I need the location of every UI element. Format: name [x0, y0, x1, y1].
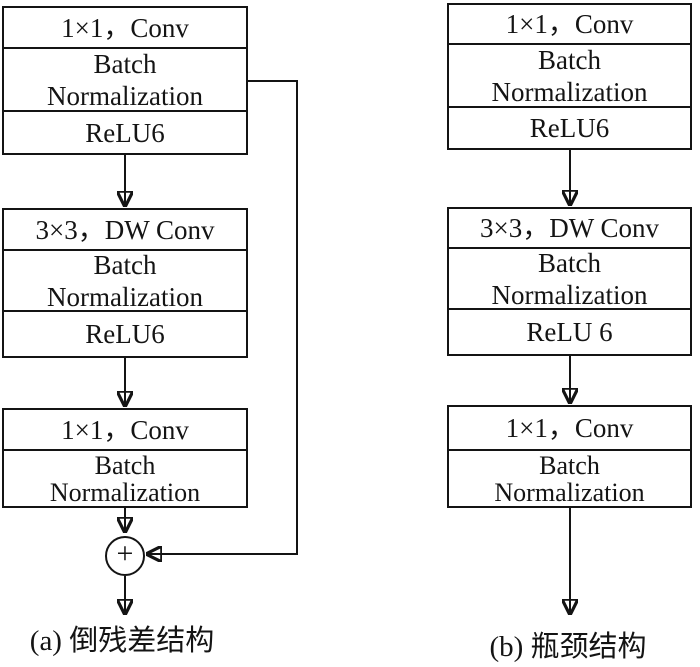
layer-label-batch-norm: Batch Normalization [4, 47, 246, 110]
layer-label-conv: 1×1，Conv [505, 9, 634, 39]
caption-inverted-residual: (a) 倒残差结构 [29, 625, 215, 657]
caption-bottleneck: (b) 瓶颈结构 [489, 631, 647, 663]
left-block-depthwise-conv: 3×3，DW Conv Batch Normalization ReLU6 [2, 208, 248, 358]
plus-icon: + [116, 537, 134, 570]
right-block-conv2: 1×1，Conv Batch Normalization [447, 405, 692, 508]
skip-connection-line [149, 80, 298, 554]
layer-label-batch-norm: Batch Normalization [449, 449, 690, 506]
layer-label-conv: 1×1，Conv [61, 12, 189, 43]
layer-label-batch-norm: Batch Normalization [4, 449, 246, 506]
layer-label-batch-norm: Batch Normalization [449, 43, 690, 106]
layer-label-relu: ReLU6 [4, 110, 246, 153]
left-block-project-conv: 1×1，Conv Batch Normalization [2, 408, 248, 508]
right-block-conv1: 1×1，Conv Batch Normalization ReLU6 [447, 3, 692, 150]
layer-label-dwconv: 3×3，DW Conv [35, 214, 215, 245]
right-block-depthwise-conv: 3×3，DW Conv Batch Normalization ReLU 6 [447, 207, 692, 356]
layer-label-batch-norm: Batch Normalization [449, 247, 690, 308]
residual-add-node: + [105, 536, 145, 576]
layer-label-conv: 1×1，Conv [61, 414, 189, 445]
layer-label-relu: ReLU6 [449, 106, 690, 148]
layer-label-batch-norm: Batch Normalization [4, 249, 246, 310]
layer-label-relu: ReLU 6 [449, 308, 690, 354]
layer-label-relu: ReLU6 [4, 310, 246, 356]
layer-label-conv: 1×1，Conv [505, 413, 634, 443]
layer-label-dwconv: 3×3，DW Conv [480, 213, 659, 243]
left-block-expand-conv: 1×1，Conv Batch Normalization ReLU6 [2, 6, 248, 155]
